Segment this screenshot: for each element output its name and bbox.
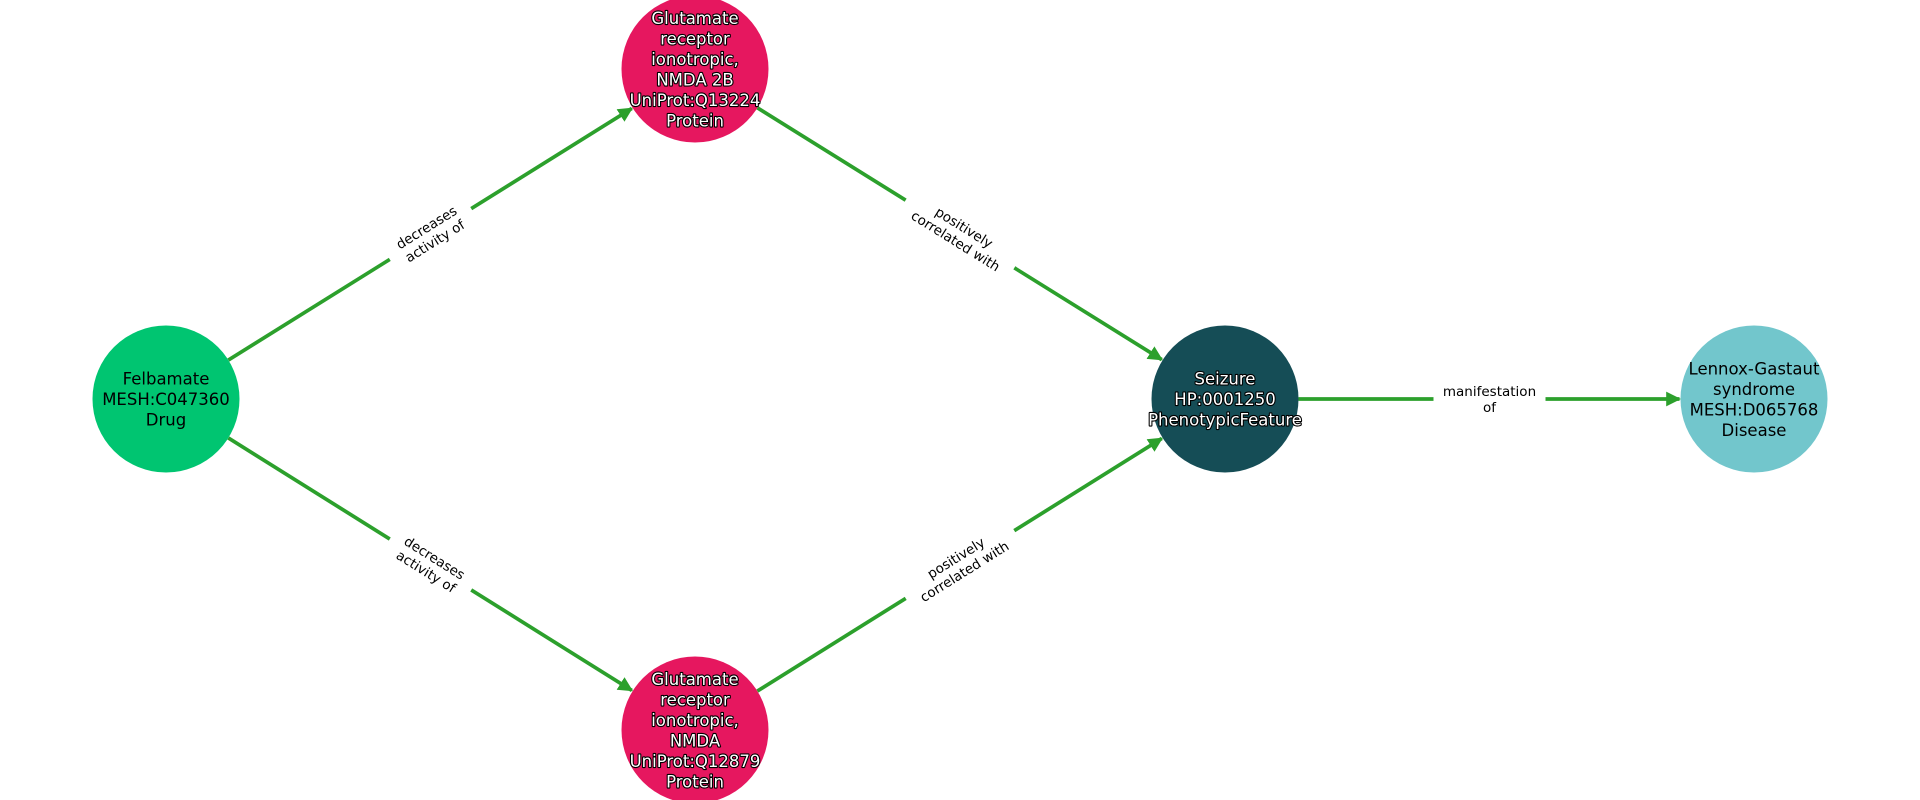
edge-label-line: of <box>1483 400 1497 416</box>
edge-label-background <box>379 192 482 276</box>
node-label-line: MESH:C047360 <box>102 390 230 409</box>
node-label-line: ionotropic, <box>651 711 739 730</box>
node-circle[interactable] <box>1680 325 1828 473</box>
node-label-line: NMDA 2B <box>656 70 733 89</box>
node-label-line: HP:0001250 <box>1174 390 1275 409</box>
node-label-line: receptor <box>660 29 730 48</box>
node-label-line: MESH:D065768 <box>1690 400 1819 419</box>
node-label-line: UniProt:Q13224 <box>630 91 761 110</box>
node-label-line: UniProt:Q12879 <box>630 752 761 771</box>
node-label-line: PhenotypicFeature <box>1148 411 1302 430</box>
node-circle[interactable] <box>621 656 769 800</box>
edge-label-background <box>895 514 1025 615</box>
node-label-line: Protein <box>666 772 724 791</box>
edge-label-line: manifestation <box>1443 384 1536 400</box>
node-label-line: Seizure <box>1195 370 1256 389</box>
node-lgs[interactable]: Lennox-Gastaut syndromeMESH:D065768Diseas… <box>1680 325 1828 473</box>
node-label-line: syndrome <box>1713 380 1795 399</box>
node-label-line: Lennox-Gastaut <box>1689 359 1820 378</box>
edge-label-background <box>379 522 482 607</box>
edge-label-background <box>1433 380 1546 418</box>
node-label-line: NMDA <box>670 731 721 750</box>
node-label-line: Felbamate <box>123 370 210 389</box>
node-label-line: Disease <box>1722 421 1787 440</box>
node-circle[interactable] <box>621 0 769 143</box>
node-circle[interactable] <box>1151 325 1299 473</box>
node-label-line: ionotropic, <box>651 50 739 69</box>
node-label-line: Drug <box>146 411 186 430</box>
node-label-line: Protein <box>666 111 724 130</box>
edge-label-background <box>895 184 1025 284</box>
node-label-line: Glutamate <box>651 9 738 28</box>
node-label-line: receptor <box>660 690 730 709</box>
node-circle[interactable] <box>92 325 240 473</box>
node-label-line: Glutamate <box>651 670 738 689</box>
nodes-layer: FelbamateMESH:C047360DrugGlutamaterecept… <box>92 0 1828 800</box>
